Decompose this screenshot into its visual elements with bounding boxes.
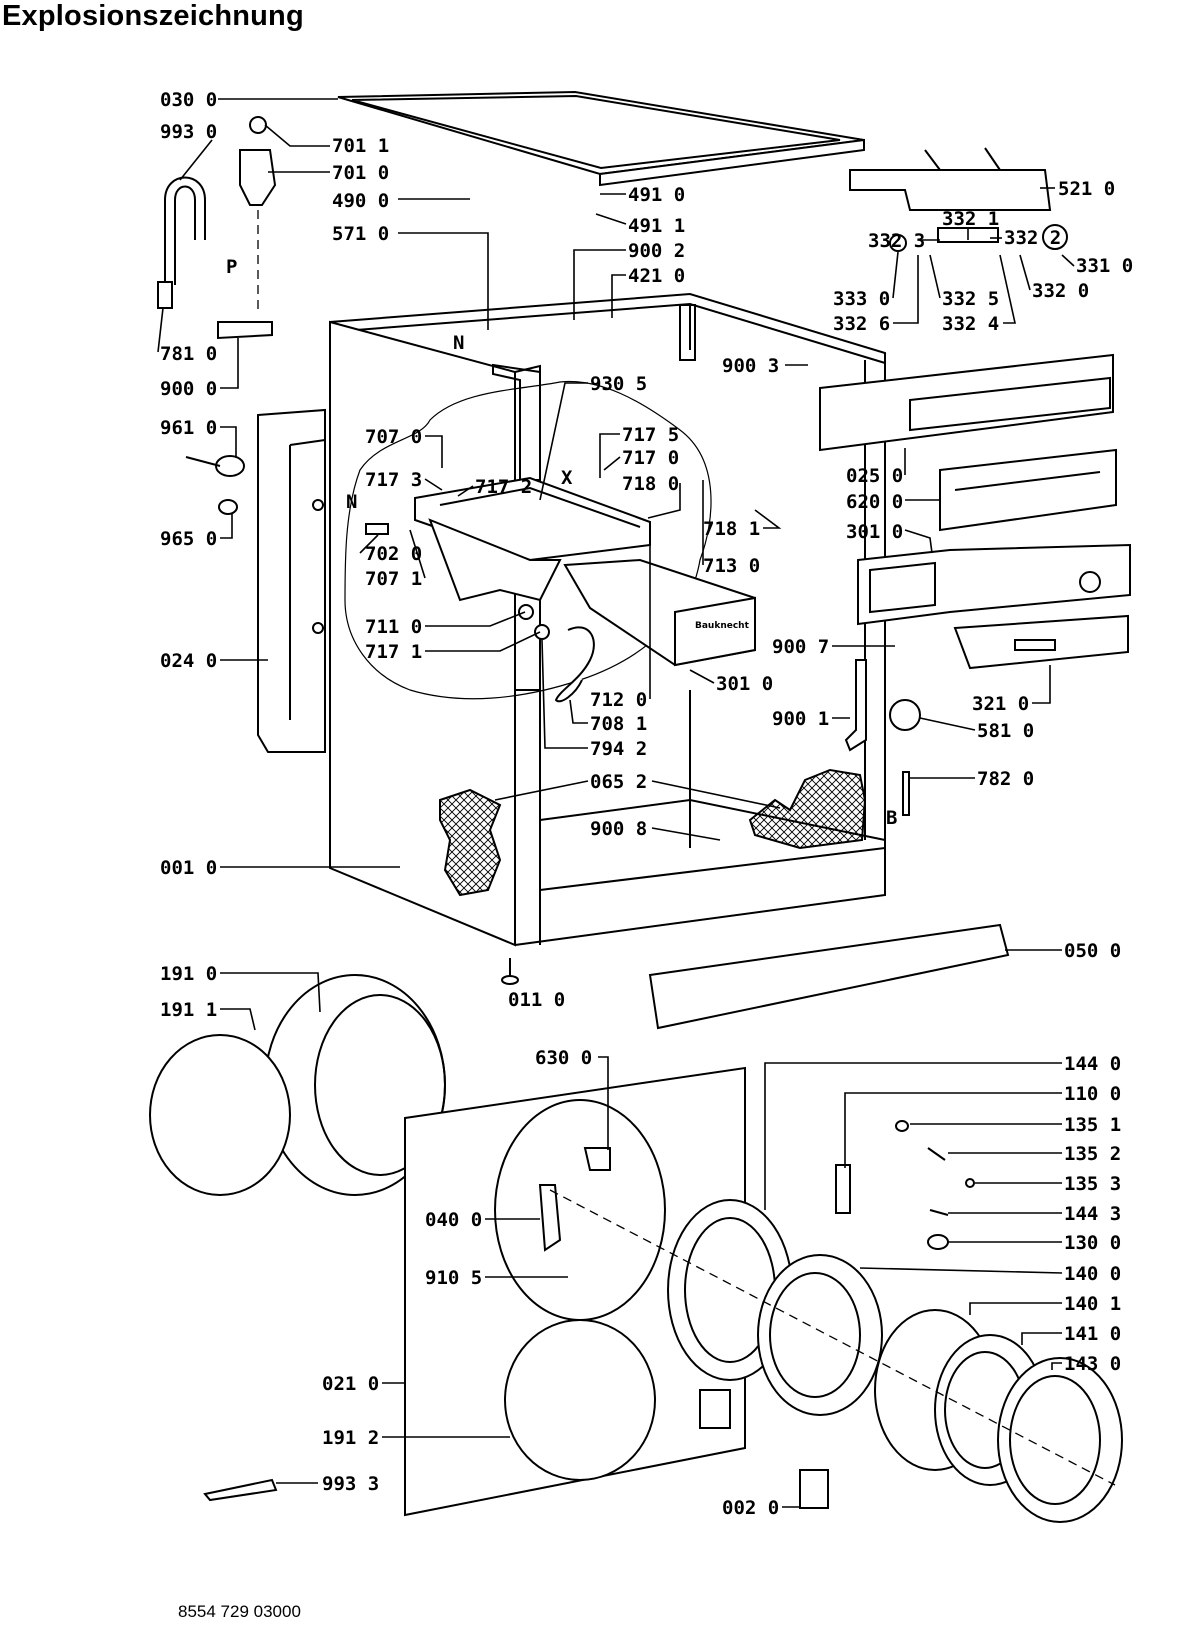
part-labels: 030 0 993 0 701 1 701 0 490 0 491 0 491 …: [157, 89, 1133, 1519]
part-label[interactable]: 040 0: [425, 1209, 482, 1231]
part-label[interactable]: 301 0: [846, 521, 903, 543]
part-label[interactable]: 718 1: [703, 518, 760, 540]
part-label[interactable]: 718 0: [622, 473, 679, 495]
part-label[interactable]: 024 0: [160, 650, 217, 672]
part-label[interactable]: 001 0: [160, 857, 217, 879]
left-components: [157, 116, 389, 753]
part-label[interactable]: 333 0: [833, 288, 890, 310]
part-label[interactable]: 491 0: [628, 184, 685, 206]
part-label[interactable]: 110 0: [1064, 1083, 1121, 1105]
part-label[interactable]: 993 3: [322, 1473, 379, 1495]
part-label[interactable]: 717 1: [365, 641, 422, 663]
part-label[interactable]: 900 3: [722, 355, 779, 377]
part-label[interactable]: 708 1: [590, 713, 647, 735]
part-label[interactable]: 707 0: [365, 426, 422, 448]
part-label[interactable]: 701 1: [332, 135, 389, 157]
part-label[interactable]: 713 0: [703, 555, 760, 577]
part-label[interactable]: 135 1: [1064, 1114, 1121, 1136]
part-label[interactable]: 332 5: [942, 288, 999, 310]
part-label[interactable]: 701 0: [332, 162, 389, 184]
part-label[interactable]: 910 5: [425, 1267, 482, 1289]
part-label[interactable]: 707 1: [365, 568, 422, 590]
cabinet-001-0: [329, 90, 886, 947]
part-label[interactable]: 321 0: [972, 693, 1029, 715]
part-label[interactable]: 961 0: [160, 417, 217, 439]
part-label[interactable]: 717 0: [622, 447, 679, 469]
part-label[interactable]: 900 0: [160, 378, 217, 400]
part-label[interactable]: 144 0: [1064, 1053, 1121, 1075]
part-label[interactable]: 021 0: [322, 1373, 379, 1395]
part-label[interactable]: 717 2: [475, 476, 532, 498]
part-label[interactable]: 900 8: [590, 818, 647, 840]
part-label[interactable]: 794 2: [590, 738, 647, 760]
part-label[interactable]: 002 0: [722, 1497, 779, 1519]
page-title: Explosionszeichnung: [2, 0, 304, 32]
part-label[interactable]: 135 3: [1064, 1173, 1121, 1195]
part-label[interactable]: 332 4: [942, 313, 999, 335]
part-label[interactable]: 140 0: [1064, 1263, 1121, 1285]
part-label[interactable]: 781 0: [160, 343, 217, 365]
part-label[interactable]: 332 3: [868, 230, 925, 252]
part-label[interactable]: 702 0: [365, 543, 422, 565]
part-label[interactable]: 711 0: [365, 616, 422, 638]
dispenser-assembly: Bauknecht: [414, 476, 756, 703]
part-label[interactable]: 581 0: [977, 720, 1034, 742]
part-label[interactable]: 050 0: [1064, 940, 1121, 962]
part-label[interactable]: 630 0: [535, 1047, 592, 1069]
svg-text:Bauknecht: Bauknecht: [695, 621, 750, 631]
part-label[interactable]: 140 1: [1064, 1293, 1121, 1315]
part-label[interactable]: 332 0: [1032, 280, 1089, 302]
part-label[interactable]: 301 0: [716, 673, 773, 695]
part-label[interactable]: 782 0: [977, 768, 1034, 790]
part-label[interactable]: 571 0: [332, 223, 389, 245]
part-label[interactable]: 491 1: [628, 215, 685, 237]
part-label[interactable]: 030 0: [160, 89, 217, 111]
part-label[interactable]: 191 1: [160, 999, 217, 1021]
letter-p: P: [226, 256, 237, 278]
part-label[interactable]: 144 3: [1064, 1203, 1121, 1225]
part-label[interactable]: 065 2: [590, 771, 647, 793]
part-label[interactable]: 011 0: [508, 989, 565, 1011]
part-label[interactable]: 900 2: [628, 240, 685, 262]
part-label[interactable]: 331 0: [1076, 255, 1133, 277]
part-label[interactable]: 993 0: [160, 121, 217, 143]
letter-b: B: [886, 807, 897, 829]
letter-n-left: N: [346, 491, 357, 513]
part-label[interactable]: 025 0: [846, 465, 903, 487]
letter-n-top: N: [453, 332, 464, 354]
part-label[interactable]: 712 0: [590, 689, 647, 711]
part-label[interactable]: 332 2: [1004, 227, 1061, 249]
part-label[interactable]: 141 0: [1064, 1323, 1121, 1345]
document-number: 8554 729 03000: [178, 1602, 301, 1621]
part-label[interactable]: 930 5: [590, 373, 647, 395]
part-label[interactable]: 900 7: [772, 636, 829, 658]
part-label[interactable]: 965 0: [160, 528, 217, 550]
part-label[interactable]: 135 2: [1064, 1143, 1121, 1165]
part-label[interactable]: 620 0: [846, 491, 903, 513]
part-label[interactable]: 191 0: [160, 963, 217, 985]
part-label[interactable]: 717 3: [365, 469, 422, 491]
lower-parts: [149, 923, 1123, 1523]
letter-x: X: [561, 467, 573, 489]
part-label[interactable]: 332 1: [942, 208, 999, 230]
part-label[interactable]: 717 5: [622, 424, 679, 446]
control-panel-parts: [819, 147, 1131, 816]
part-label[interactable]: 332 6: [833, 313, 890, 335]
part-label[interactable]: 191 2: [322, 1427, 379, 1449]
part-label[interactable]: 490 0: [332, 190, 389, 212]
part-label[interactable]: 421 0: [628, 265, 685, 287]
part-label[interactable]: 130 0: [1064, 1232, 1121, 1254]
part-label[interactable]: 900 1: [772, 708, 829, 730]
part-label[interactable]: 521 0: [1058, 178, 1115, 200]
part-label[interactable]: 143 0: [1064, 1353, 1121, 1375]
